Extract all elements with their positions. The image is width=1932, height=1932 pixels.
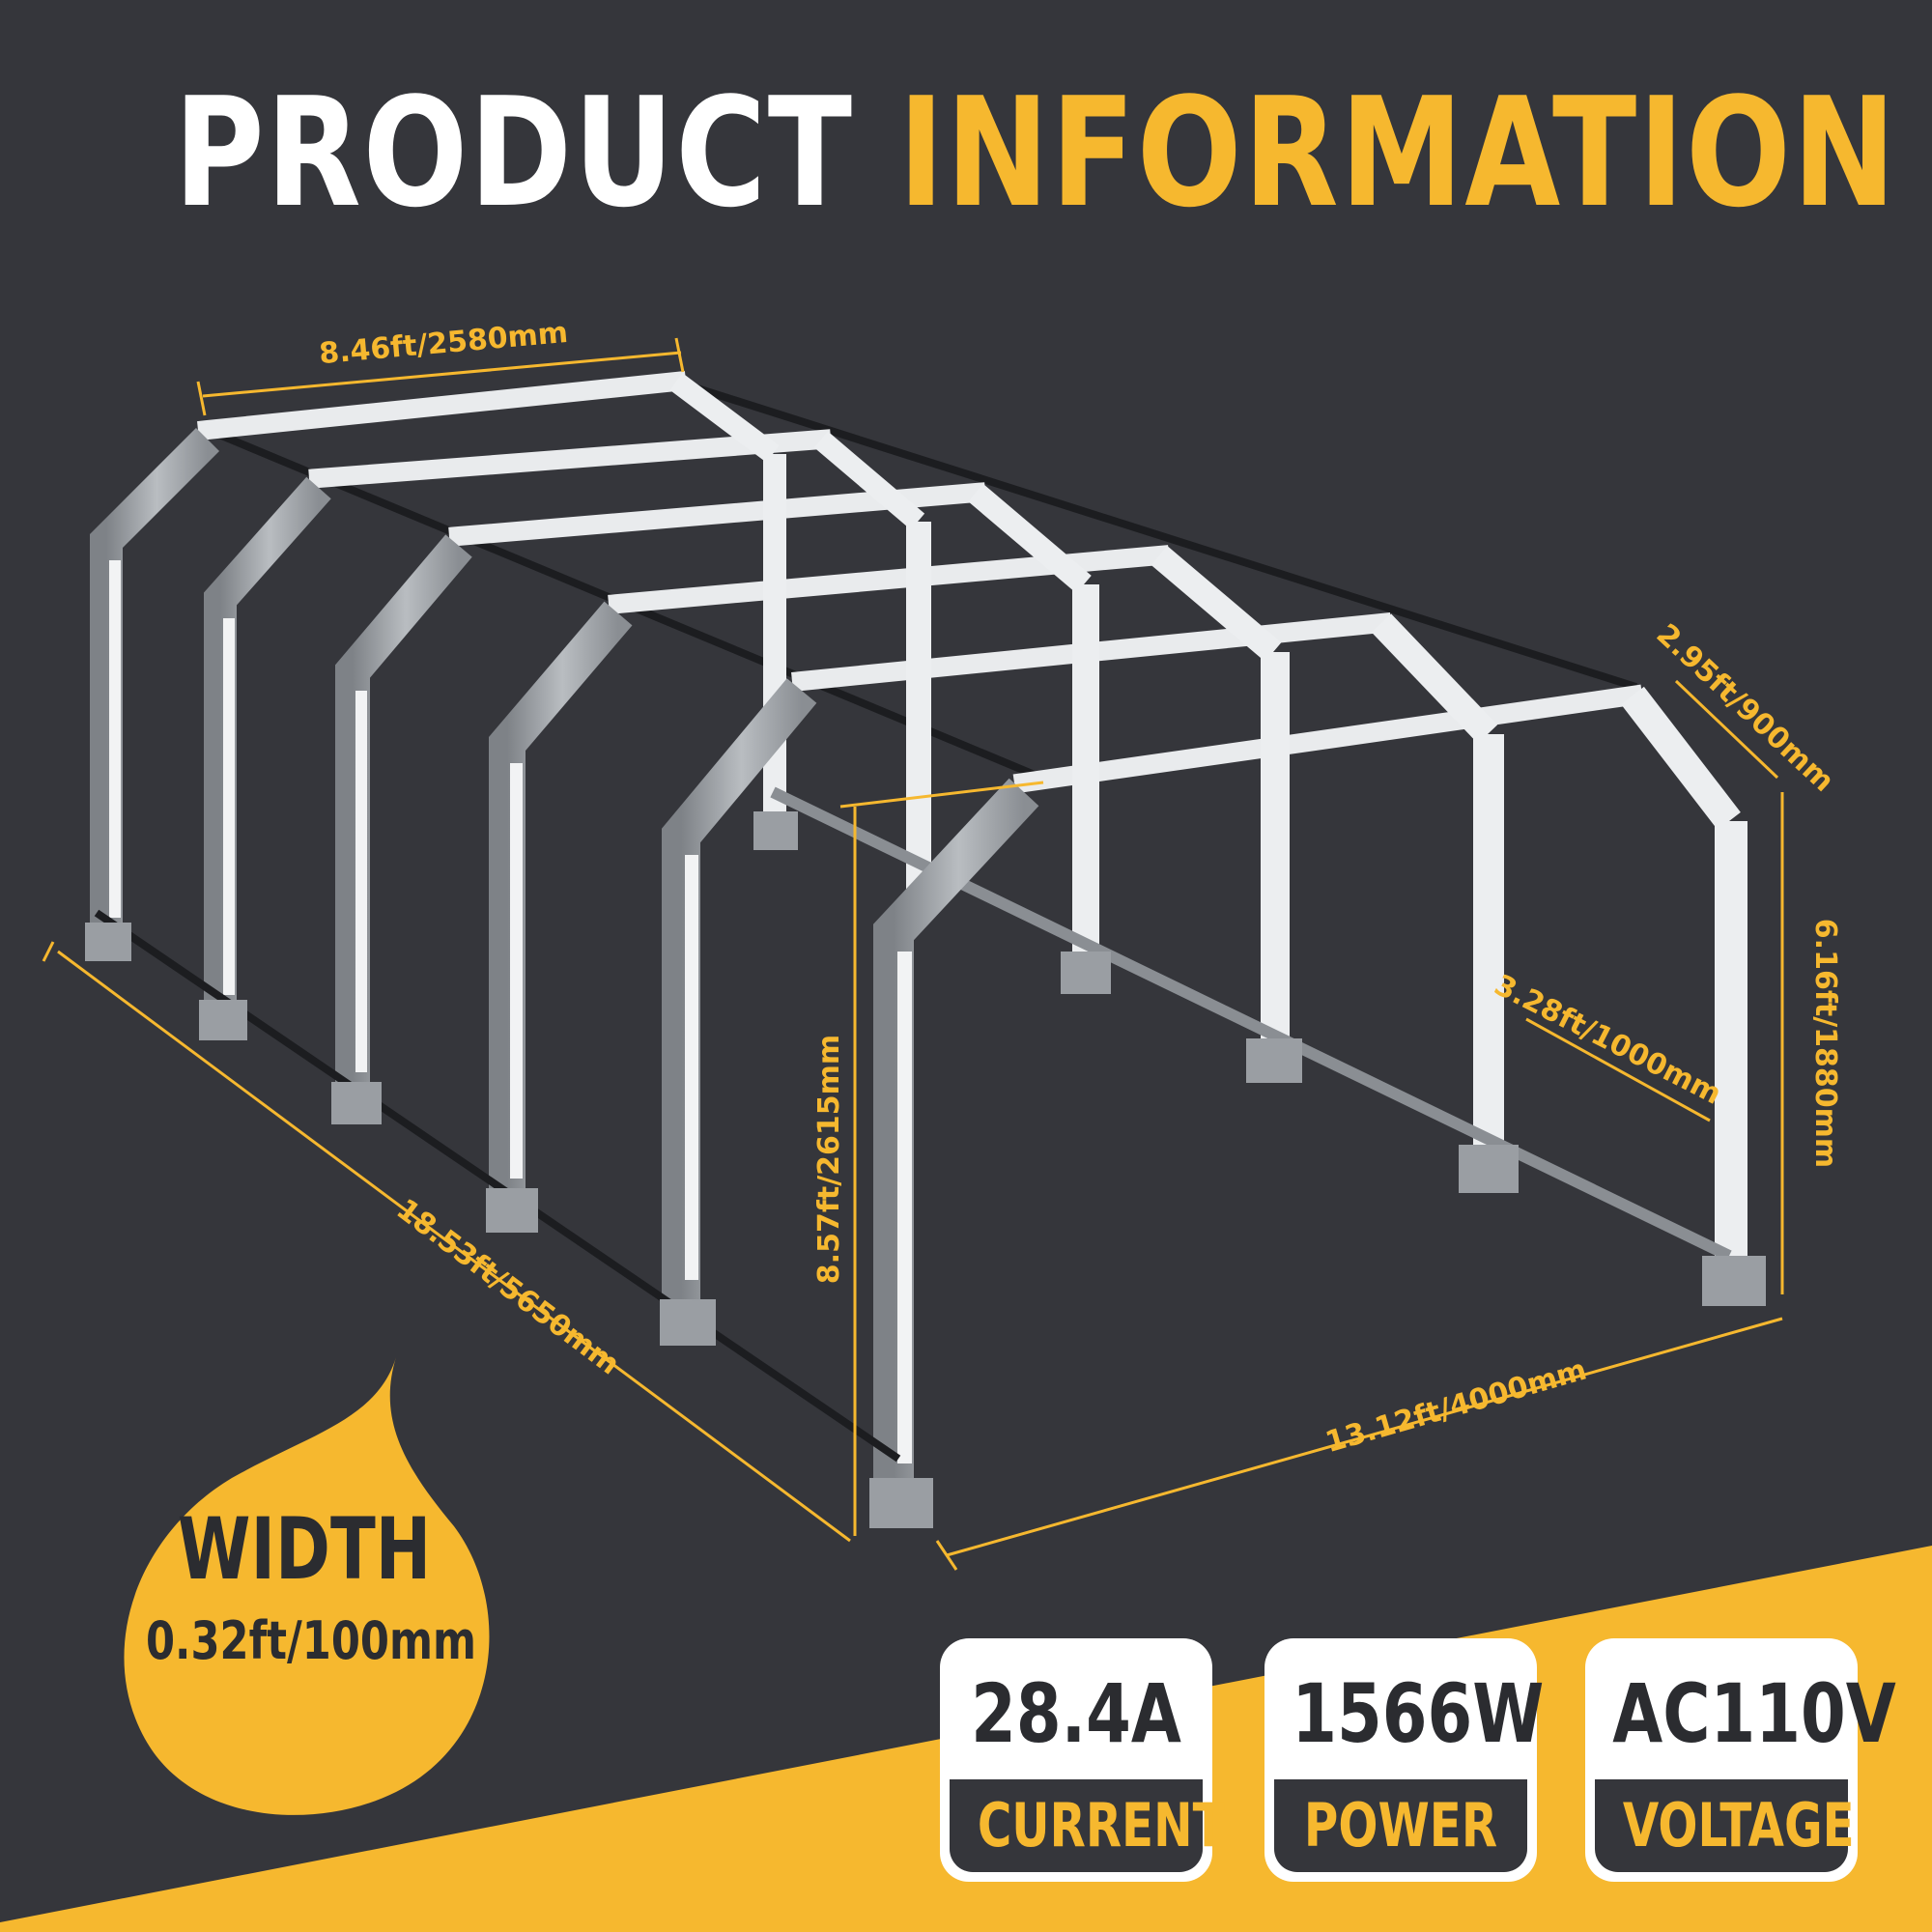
spec-label-box: CURRENT bbox=[950, 1779, 1225, 1872]
spec-label: CURRENT bbox=[977, 1790, 1225, 1861]
spec-label: VOLTAGE bbox=[1622, 1790, 1855, 1861]
right-side-legs bbox=[669, 373, 1766, 1306]
title-part-white: PRODUCT bbox=[174, 65, 854, 241]
page-title: PRODUCT INFORMATION bbox=[174, 77, 1896, 228]
spec-label: POWER bbox=[1303, 1790, 1498, 1861]
dim-total-height: 8.57ft/2615mm bbox=[812, 1035, 846, 1284]
spec-badge-current: 28.4A CURRENT bbox=[940, 1638, 1225, 1882]
width-callout-value: 0.32ft/100mm bbox=[146, 1610, 477, 1671]
spec-label-box: POWER bbox=[1274, 1779, 1527, 1872]
spec-label-box: VOLTAGE bbox=[1595, 1779, 1855, 1872]
dim-wall-height: 6.16ft/1880mm bbox=[1808, 919, 1842, 1168]
width-callout-title: WIDTH bbox=[177, 1499, 432, 1599]
dimension-lines bbox=[42, 337, 1784, 1571]
spec-badge-voltage: AC110V VOLTAGE bbox=[1585, 1638, 1896, 1882]
spec-badge-power: 1566W POWER bbox=[1264, 1638, 1545, 1882]
left-feet bbox=[85, 923, 933, 1528]
spec-value: AC110V bbox=[1612, 1666, 1896, 1761]
spec-value: 1566W bbox=[1292, 1666, 1545, 1761]
front-arches bbox=[90, 427, 1039, 1483]
spec-value: 28.4A bbox=[971, 1666, 1181, 1761]
title-part-yellow: INFORMATION bbox=[897, 65, 1898, 241]
